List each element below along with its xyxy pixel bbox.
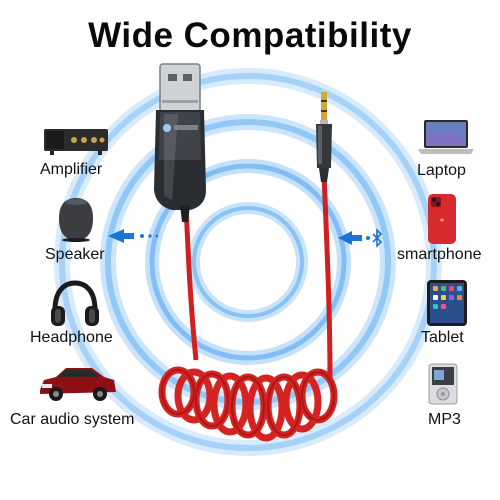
coiled-cable	[158, 366, 338, 442]
car-icon	[40, 368, 116, 401]
device-label-tablet: Tablet	[421, 329, 464, 346]
amplifier-icon	[44, 129, 108, 155]
audio-jack	[316, 92, 332, 182]
page-title: Wide Compatibility	[88, 16, 412, 55]
smartphone-icon	[428, 194, 456, 244]
device-label-car-audio: Car audio system	[10, 411, 135, 428]
left-arrow-icon	[108, 229, 159, 243]
device-label-mp3: MP3	[428, 411, 461, 428]
device-label-smartphone: smartphone	[397, 246, 482, 263]
mp3-player-icon	[428, 363, 458, 405]
device-label-laptop: Laptop	[417, 162, 466, 179]
laptop-icon	[418, 120, 474, 154]
right-arrow-icon	[338, 231, 370, 245]
device-label-speaker: Speaker	[45, 246, 105, 263]
device-label-amplifier: Amplifier	[40, 161, 103, 178]
adapter-body	[154, 110, 206, 222]
tablet-icon	[427, 280, 467, 326]
bluetooth-icon	[372, 228, 383, 248]
speaker-icon	[59, 198, 93, 242]
device-label-headphone: Headphone	[30, 329, 113, 346]
headphone-icon	[51, 280, 99, 326]
usb-plug	[159, 63, 201, 113]
